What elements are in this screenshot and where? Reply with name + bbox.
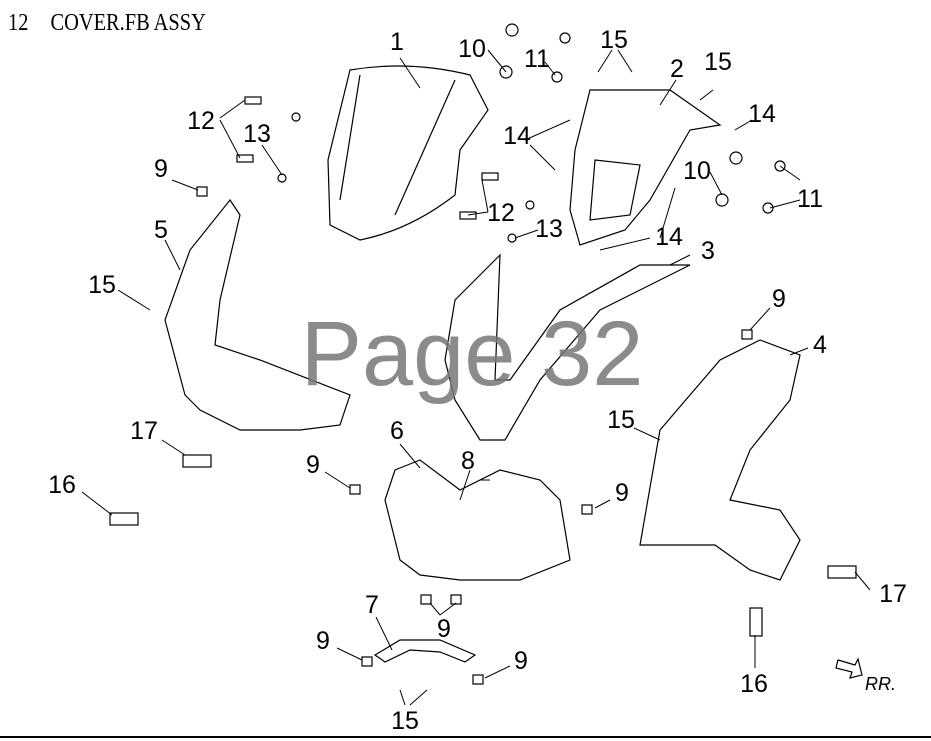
callout: 10 [683,157,711,185]
callout: 4 [813,331,827,359]
callout: 9 [306,451,320,479]
callout: 10 [458,35,486,63]
fasteners [109,23,857,685]
section-number: 12 [8,10,29,36]
callout: 11 [797,185,823,213]
callout-numbers: 1 10 11 15 2 15 14 14 12 13 9 5 10 11 12… [48,26,907,735]
callout: 9 [615,479,629,507]
callout: 9 [154,155,168,183]
section-title: COVER.FB ASSY [50,10,206,36]
part-5-side-cover-left [164,198,351,431]
callout: 14 [503,122,531,150]
callout: 15 [704,48,732,76]
callout: 17 [879,580,907,608]
callout: 12 [187,107,215,135]
part-4-side-cover-right [639,339,801,581]
callout: 3 [701,237,715,265]
callout: 2 [670,55,684,83]
callout: 13 [535,215,563,243]
callout: 9 [437,615,451,643]
diagram-title: 12 COVER.FB ASSY [8,10,206,37]
callout: 9 [514,647,528,675]
callout: 15 [600,26,628,54]
callout: 11 [524,45,550,73]
callout: 17 [130,417,158,445]
callout: 9 [772,285,786,313]
callout: 13 [243,120,271,148]
callout: 9 [316,627,330,655]
part-1-windscreen [327,65,489,241]
callout: 14 [655,223,683,251]
callout: 16 [740,670,768,698]
callout: 7 [365,591,379,619]
part-7-bracket [373,639,477,663]
rear-direction-arrow-icon [835,657,863,679]
callout: 14 [748,100,776,128]
rear-direction-label: RR. [865,674,896,694]
part-3-front-cover [444,253,691,441]
callout: 8 [461,447,475,475]
callout: 16 [48,471,76,499]
callout: 5 [154,216,168,244]
callout: 15 [88,271,116,299]
callout: 1 [390,28,404,56]
callout: 15 [607,406,635,434]
leader-lines [81,49,871,706]
callout: 12 [487,199,515,227]
callout: 6 [390,417,404,445]
page-watermark: Page 32 [301,303,644,405]
callout: 15 [391,707,419,735]
part-6-lower-cover [384,459,571,581]
part-2-inner-cover [569,89,722,246]
